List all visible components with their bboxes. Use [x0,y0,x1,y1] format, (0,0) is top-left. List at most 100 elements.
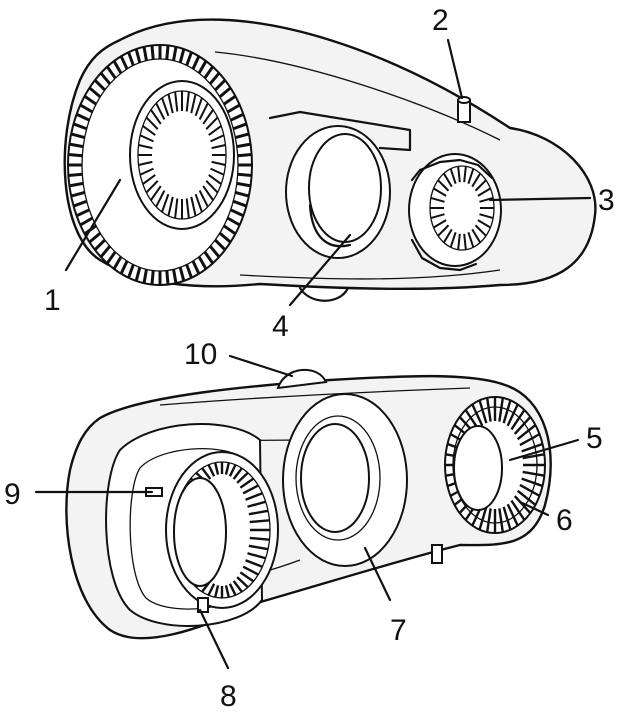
gear-tooth [88,86,102,99]
gear-tooth [155,190,166,208]
gear-tooth [119,260,129,275]
gear-tooth [239,571,255,583]
gear-tooth [73,199,88,208]
leader-8 [198,608,230,670]
gear-tooth [167,93,174,114]
gear-tooth [442,172,453,188]
gear-tooth [202,185,214,201]
gear-tooth [437,224,450,237]
gear-tooth [139,134,154,143]
gear-tooth [142,269,148,284]
gear-tooth [433,187,447,197]
gear-tooth [430,213,445,220]
gear-tooth [210,167,225,176]
gear-tooth [516,489,537,506]
gear-tooth [502,506,512,531]
gear-tooth [134,48,142,64]
right-spline-teeth [430,166,494,250]
gear-tooth [150,270,155,285]
gear-tooth [70,190,86,198]
gear-tooth [437,179,450,192]
gear-tooth [79,216,94,227]
gear-tooth [521,442,543,453]
gear-tooth [165,270,170,285]
gear-tooth [138,160,153,166]
gear-tooth [478,506,488,531]
gear-tooth [203,250,214,265]
gear-tooth [513,416,532,435]
callout-1: 1 [44,284,61,317]
gear-tooth [506,503,519,527]
gear-tooth [510,499,526,521]
callout-7: 7 [390,614,407,647]
leader-10 [228,354,294,378]
gear-tooth [228,583,237,596]
leader-7 [363,546,392,602]
gear-tooth [457,166,461,183]
gear-tooth [228,464,237,477]
gear-tooth [127,51,135,66]
gear-tooth [485,508,492,533]
gear-tooth [513,495,532,514]
gear-tooth [99,245,112,258]
gear-tooth [69,181,84,188]
gear-tooth [471,172,482,188]
gear-tooth [93,238,106,251]
callout-8: 8 [220,680,237,713]
gear-tooth [516,424,537,441]
gear-tooth [522,470,545,477]
gear-tooth [210,134,225,143]
gear-tooth [242,565,259,576]
gear-tooth [73,122,88,131]
gear-tooth [161,97,170,117]
gear-tooth [232,467,243,480]
gear-tooth [248,544,269,551]
gear-tooth [127,264,135,279]
gear-tooth [139,167,154,176]
gear-tooth [498,397,505,422]
gear-tooth [211,160,226,166]
leader-2 [446,38,464,100]
gear-tooth [249,519,270,524]
leader-1 [64,178,122,272]
gear-tooth [521,477,543,488]
gear-tooth [172,46,178,61]
gear-tooth [178,48,186,64]
gear-tooth [112,60,123,74]
gear-tooth [467,231,475,248]
gear-tooth [106,250,117,265]
gear-tooth [230,112,245,122]
gear-tooth [477,219,491,229]
gear-tooth [237,153,252,158]
gear-tooth [230,208,245,218]
gear-tooth [134,266,142,282]
gear-tooth [208,245,221,258]
gear-tooth [218,86,232,99]
gear-tooth [112,256,123,270]
gear-tooth [194,97,203,117]
gear-tooth [191,260,201,275]
top-housing [63,18,597,302]
gear-tooth [463,233,467,250]
gear-tooth [205,180,219,194]
gear-tooth [457,233,461,250]
callout-labels: 1 2 3 4 5 6 7 8 9 10 [4,4,615,713]
gear-tooth [145,180,159,194]
gear-tooth [138,144,153,150]
callout-6: 6 [556,504,573,537]
gear-tooth [155,102,166,120]
gear-tooth [198,190,209,208]
gear-tooth [197,256,208,270]
gear-tooth [93,79,106,92]
gear-tooth [232,199,247,208]
gear-tooth [433,219,447,229]
gear-tooth [224,462,230,475]
gear-tooth [485,397,492,422]
gear-tooth [471,403,484,427]
gear-tooth [479,213,494,220]
gear-tooth [194,193,203,213]
gear-tooth [510,409,526,431]
gear-tooth [202,109,214,125]
gear-tooth [502,399,512,424]
